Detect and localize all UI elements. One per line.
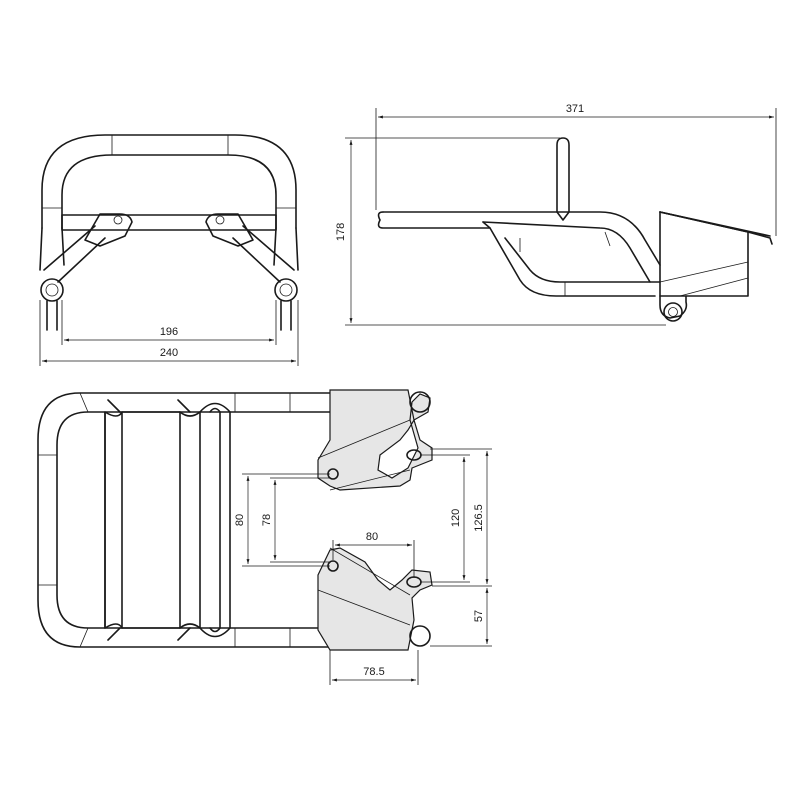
side-dimension-371: 371 [375,103,777,236]
dim-126-5-text: 126.5 [473,504,485,532]
dim-80-horizontal-text: 80 [366,531,378,543]
dim-78-5-text: 78.5 [363,666,384,678]
top-dimension-126-5: 126.5 [430,448,492,587]
top-dimension-78-5: 78.5 [329,650,419,685]
dim-196-text: 196 [160,326,178,338]
top-dimension-78: 78 [261,477,330,563]
top-dimension-80-horizontal: 80 [332,531,415,578]
front-view [39,134,299,331]
dim-178-text: 178 [335,223,347,241]
side-dimension-178: 178 [335,137,666,326]
dim-371-text: 371 [566,103,584,115]
dim-78-text: 78 [261,514,273,526]
front-dimension-240: 240 [39,300,299,366]
top-dimension-57: 57 [430,588,492,647]
front-dimension-196: 196 [61,300,277,345]
top-dimension-120: 120 [420,454,470,583]
top-view [37,389,433,651]
dim-120-text: 120 [450,509,462,527]
dim-240-text: 240 [160,347,178,359]
top-dimension-80-vertical: 80 [234,473,330,567]
dim-80-vertical-text: 80 [234,514,246,526]
dim-57-text: 57 [473,610,485,622]
side-view [377,137,773,322]
